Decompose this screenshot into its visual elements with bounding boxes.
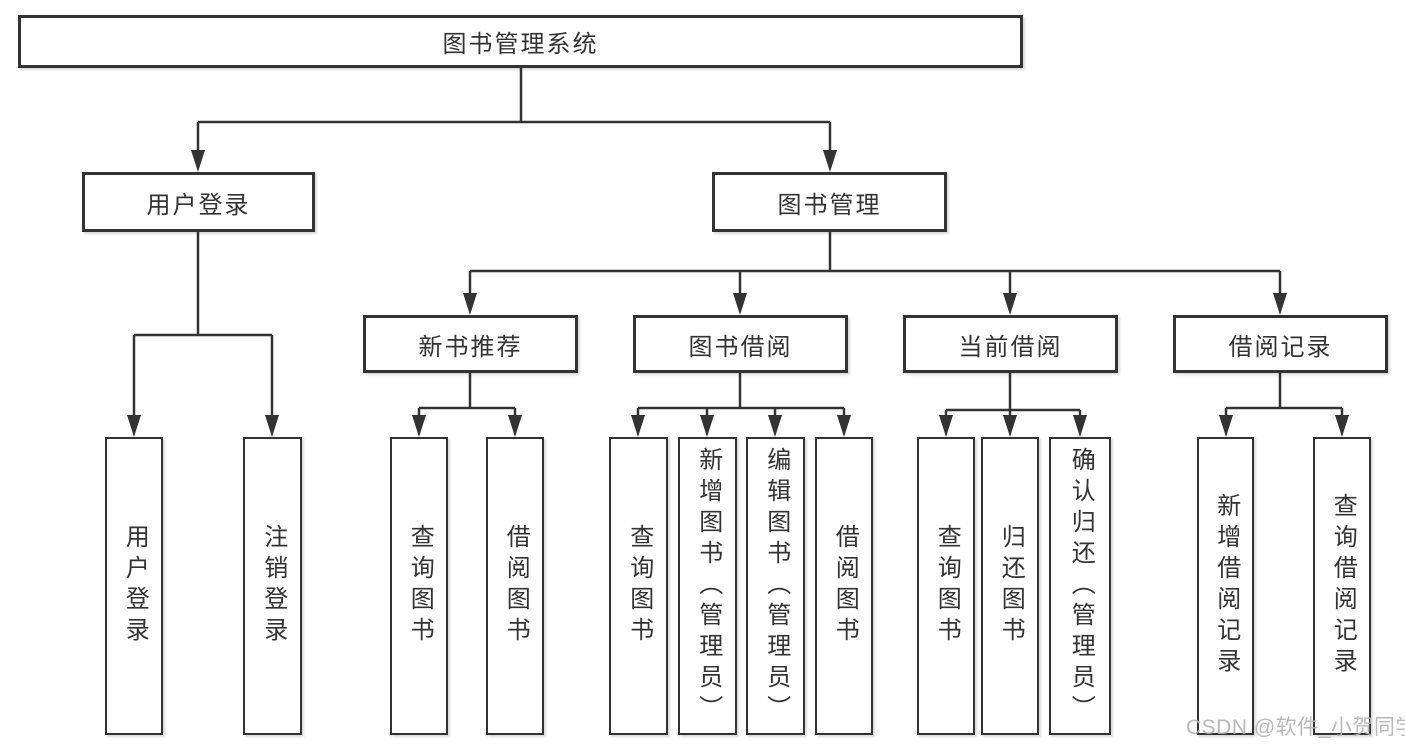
csdn-watermark: CSDN @软件_小贺同学 — [1186, 716, 1405, 739]
node-label: 新书推荐 — [418, 333, 523, 361]
arrowhead-icon — [768, 415, 782, 437]
arrowhead-icon — [463, 293, 477, 315]
leaf-query-borrow-record: 查询借阅记录 — [1313, 437, 1371, 735]
node-label: 当前借阅 — [958, 333, 1063, 361]
node-label: 用户登录 — [121, 524, 149, 648]
arrowhead-icon — [508, 415, 522, 437]
node-label: 图书借阅 — [688, 333, 793, 361]
leaf-logout: 注销登录 — [243, 437, 302, 735]
node-label: 查询借阅记录 — [1329, 493, 1357, 679]
connector-user-login-children — [132, 232, 274, 422]
arrowhead-icon — [1003, 415, 1017, 437]
leaf-query-books-2: 查询图书 — [609, 437, 668, 735]
node-label: 新增图书（管理员） — [694, 446, 722, 726]
node-label: 注销登录 — [259, 524, 287, 648]
arrowhead-icon — [823, 150, 837, 172]
leaf-return-book: 归还图书 — [981, 437, 1039, 735]
arrowhead-icon — [1335, 415, 1349, 437]
node-label: 借阅记录 — [1228, 333, 1333, 361]
node-label: 借阅图书 — [502, 524, 530, 648]
arrowhead-icon — [265, 415, 279, 437]
node-label: 图书管理系统 — [442, 31, 599, 58]
arrowhead-icon — [127, 415, 141, 437]
leaf-query-books-1: 查询图书 — [390, 437, 448, 735]
arrowhead-icon — [700, 415, 714, 437]
node-new-book-recommendation: 新书推荐 — [363, 315, 578, 373]
arrowhead-icon — [412, 415, 426, 437]
arrowhead-icon — [733, 293, 747, 315]
arrowhead-icon — [1073, 415, 1087, 437]
leaf-query-books-3: 查询图书 — [917, 437, 975, 735]
leaf-edit-book-admin: 编辑图书（管理员） — [746, 437, 805, 735]
node-label: 编辑图书（管理员） — [762, 446, 790, 726]
node-label: 新增借阅记录 — [1212, 493, 1240, 679]
arrowhead-icon — [837, 415, 851, 437]
arrowhead-icon — [939, 415, 953, 437]
leaf-user-login: 用户登录 — [105, 437, 163, 735]
node-library-management-system: 图书管理系统 — [18, 15, 1023, 68]
node-label: 图书管理 — [777, 191, 882, 219]
leaf-confirm-return-admin: 确认归还（管理员） — [1049, 437, 1111, 735]
connector-borrowing-records-children — [1224, 373, 1344, 422]
leaf-borrow-books-1: 借阅图书 — [486, 437, 544, 735]
node-label: 查询图书 — [933, 524, 961, 648]
node-label: 确认归还（管理员） — [1067, 446, 1095, 726]
leaf-borrow-books-2: 借阅图书 — [815, 437, 873, 735]
node-label: 归还图书 — [997, 524, 1025, 648]
arrowhead-icon — [191, 150, 205, 172]
connector-root-to-level2 — [196, 68, 832, 158]
connector-book-borrowing-children — [636, 373, 846, 422]
node-label: 借阅图书 — [831, 524, 859, 648]
leaf-add-borrow-record: 新增借阅记录 — [1197, 437, 1254, 735]
arrowhead-icon — [1219, 415, 1233, 437]
arrowhead-icon — [1003, 293, 1017, 315]
node-label: 查询图书 — [625, 524, 653, 648]
arrowhead-icon — [1273, 293, 1287, 315]
connector-book-management-children — [468, 232, 1282, 300]
connector-new-book-rec-children — [417, 373, 517, 422]
node-current-borrowing: 当前借阅 — [903, 315, 1118, 373]
node-label: 用户登录 — [146, 191, 251, 219]
leaf-add-book-admin: 新增图书（管理员） — [678, 437, 737, 735]
node-user-login: 用户登录 — [82, 172, 315, 232]
arrowhead-icon — [631, 415, 645, 437]
node-borrowing-records: 借阅记录 — [1173, 315, 1388, 373]
node-book-management: 图书管理 — [712, 172, 947, 232]
node-book-borrowing: 图书借阅 — [633, 315, 848, 373]
connector-current-borrowing-children — [944, 373, 1082, 422]
node-label: 查询图书 — [406, 524, 434, 648]
